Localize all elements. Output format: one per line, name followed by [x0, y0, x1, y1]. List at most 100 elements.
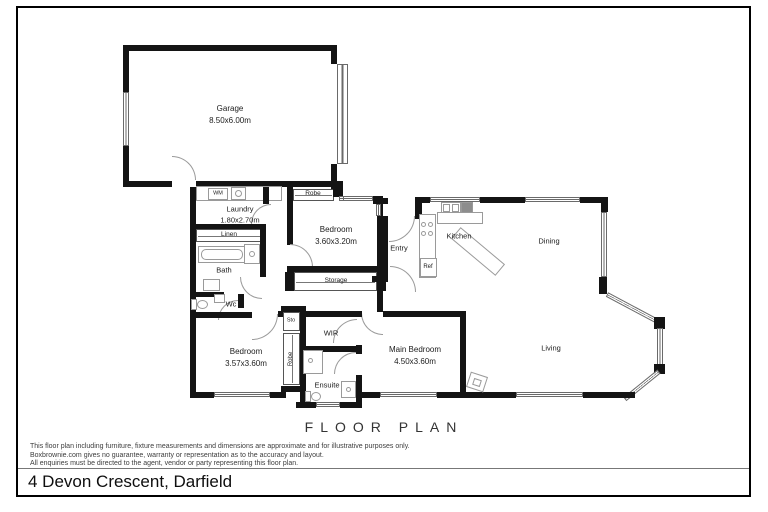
window — [430, 197, 480, 202]
storage-closet — [294, 272, 377, 291]
ensuite-basin — [308, 358, 313, 363]
wall — [281, 306, 302, 312]
wall — [460, 311, 466, 398]
room-label-bedroom1: Bedroom — [319, 225, 353, 234]
wall — [583, 392, 635, 398]
wall — [190, 312, 196, 398]
room-label-entry: Entry — [390, 243, 408, 253]
address-divider — [18, 468, 749, 469]
kitchen-sink-bowl — [443, 204, 450, 212]
ensuite-cistern — [305, 391, 311, 402]
wall — [466, 392, 516, 398]
wall — [415, 197, 422, 219]
room-label-bedroom2: Bedroom — [229, 347, 263, 356]
wall — [356, 345, 362, 354]
wall — [377, 282, 383, 312]
laundry-tub-basin — [235, 190, 242, 197]
robe-label: Robe — [305, 189, 321, 197]
wall — [437, 392, 466, 398]
storage-label: Storage — [324, 276, 348, 284]
robe-label: Robe — [288, 351, 294, 367]
bath-basin — [249, 251, 255, 257]
wc-toilet — [197, 300, 208, 309]
room-label-dining: Dining — [538, 236, 560, 246]
wc-basin — [214, 294, 225, 303]
wall — [601, 197, 608, 212]
wall — [123, 45, 129, 92]
cooktop-burner — [428, 231, 433, 236]
wall — [194, 224, 266, 229]
room-label-wc: Wc — [225, 299, 237, 309]
washing-machine-label: WM — [213, 190, 223, 197]
sto-label: Sto — [286, 317, 296, 324]
wall — [654, 317, 665, 329]
disclaimer: This floor plan including furniture, fix… — [30, 443, 410, 469]
wall — [238, 294, 244, 308]
room-label-kitchen: Kitchen — [446, 231, 472, 241]
page-border — [16, 6, 751, 497]
disclaimer-line: All enquiries must be directed to the ag… — [30, 460, 299, 468]
wall — [302, 346, 357, 352]
wall — [270, 392, 286, 398]
cooktop-burner — [421, 231, 426, 236]
room-label-wir: WIR — [323, 328, 339, 338]
wall — [331, 164, 337, 187]
wall — [278, 311, 362, 317]
window — [214, 392, 270, 397]
wall — [333, 183, 339, 197]
washing-machine — [208, 188, 228, 200]
room-label-garage: Garage — [216, 104, 244, 113]
window — [601, 212, 607, 277]
refrigerator — [420, 258, 437, 277]
wall — [480, 197, 525, 203]
room-label-living: Living — [541, 343, 561, 353]
disclaimer-line: This floor plan including furniture, fix… — [30, 443, 410, 450]
room-dims-laundry: 1.80x2.70m — [220, 215, 260, 225]
window — [343, 196, 373, 201]
property-address: 4 Devon Crescent, Darfield — [28, 472, 233, 491]
wall — [340, 402, 362, 408]
wall — [123, 146, 129, 187]
bay-window — [657, 328, 663, 366]
wall — [580, 197, 608, 203]
wall — [123, 181, 172, 187]
wall — [362, 392, 380, 398]
wall — [383, 311, 465, 317]
room-dims-bedroom2: 3.57x3.60m — [225, 359, 267, 368]
wall — [123, 45, 337, 51]
window — [525, 197, 580, 202]
window — [316, 402, 340, 407]
wall — [190, 292, 224, 297]
wall — [190, 392, 214, 398]
wall — [415, 197, 430, 203]
refrigerator-label: Ref — [423, 264, 433, 270]
floor-plan-title: FLOOR PLAN — [304, 419, 464, 435]
wall — [372, 276, 388, 282]
wall — [260, 243, 266, 277]
bathtub-inner — [201, 249, 243, 260]
cooktop-burner — [421, 222, 426, 227]
room-label-bath: Bath — [216, 265, 232, 275]
wall — [260, 224, 266, 243]
wall — [287, 266, 383, 272]
wall — [654, 364, 665, 374]
garage-door — [337, 64, 348, 164]
wall — [356, 375, 362, 408]
linen-label: Linen — [221, 230, 237, 238]
kitchen-sink-bowl — [452, 204, 459, 212]
kitchen-bench — [437, 212, 483, 224]
wall — [190, 312, 252, 318]
wc-cistern — [191, 299, 197, 310]
room-dims-bedroom1: 3.60x3.20m — [315, 237, 357, 246]
wall — [377, 196, 383, 266]
ensuite-toilet — [311, 392, 321, 401]
window — [123, 92, 129, 146]
cooktop-burner — [428, 222, 433, 227]
wall — [382, 216, 388, 282]
wall — [599, 277, 607, 294]
shower-drain — [346, 387, 351, 392]
wall — [190, 187, 196, 312]
ensuite-vanity — [303, 350, 323, 374]
bath-fixture — [203, 279, 220, 291]
